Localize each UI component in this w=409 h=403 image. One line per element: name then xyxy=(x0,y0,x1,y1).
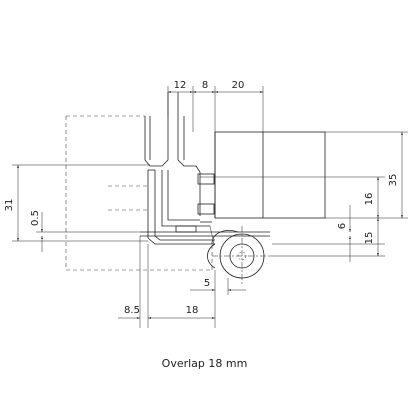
drawing-caption: Overlap 18 mm xyxy=(161,357,248,370)
dim-right-6: 6 xyxy=(337,223,348,229)
leaf-profile xyxy=(140,169,270,245)
frame-outline xyxy=(65,115,213,271)
frame-profile xyxy=(144,92,210,227)
hinge-details xyxy=(175,173,215,245)
right-dimension-lines xyxy=(200,131,408,262)
dim-bottom-8-5: 8.5 xyxy=(124,305,140,316)
dim-top-20: 20 xyxy=(232,80,245,91)
hinge-knuckle xyxy=(207,226,272,286)
dim-left-31: 31 xyxy=(4,199,15,212)
dim-top-8: 8 xyxy=(202,80,208,91)
bottom-dimension-lines xyxy=(118,236,246,328)
dim-bottom-18: 18 xyxy=(186,305,199,316)
dim-bottom-5: 5 xyxy=(204,278,210,289)
dim-top-12: 12 xyxy=(174,80,187,91)
top-dimension-lines xyxy=(167,86,264,132)
left-dimension-lines xyxy=(12,164,150,252)
dim-right-15: 15 xyxy=(364,232,375,245)
hinge-body xyxy=(214,131,326,219)
dim-left-0-5: 0.5 xyxy=(30,210,41,226)
dim-right-35: 35 xyxy=(388,174,399,187)
dim-right-16: 16 xyxy=(364,193,375,206)
